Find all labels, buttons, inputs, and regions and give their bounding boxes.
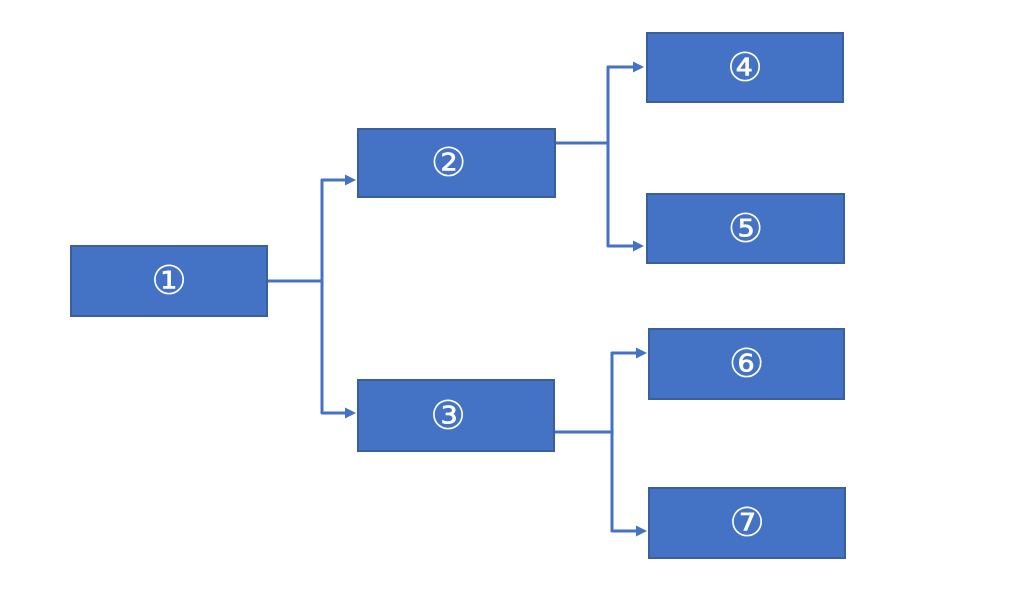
- diagram-node-3: ③: [357, 379, 555, 452]
- node-3-label: ③: [430, 392, 466, 439]
- connector-2-to-5: [556, 141, 644, 252]
- connector-3-to-6: [555, 347, 647, 434]
- diagram-node-5: ⑤: [646, 193, 845, 264]
- connector-2-to-4: [556, 61, 644, 145]
- connector-1-to-2: [268, 174, 356, 283]
- node-6-label: ⑥: [728, 341, 765, 387]
- connector-1-to-3: [268, 279, 356, 419]
- diagram-node-6: ⑥: [648, 328, 845, 400]
- diagram-node-4: ④: [646, 32, 844, 103]
- diagram-node-7: ⑦: [648, 487, 846, 559]
- node-1-label: ①: [151, 258, 187, 304]
- node-7-label: ⑦: [729, 500, 765, 546]
- node-2-label: ②: [430, 140, 467, 186]
- connector-3-to-7: [555, 430, 647, 537]
- diagram-node-2: ②: [357, 128, 556, 198]
- diagram-node-1: ①: [70, 245, 268, 317]
- node-5-label: ⑤: [727, 205, 764, 252]
- node-4-label: ④: [727, 44, 763, 91]
